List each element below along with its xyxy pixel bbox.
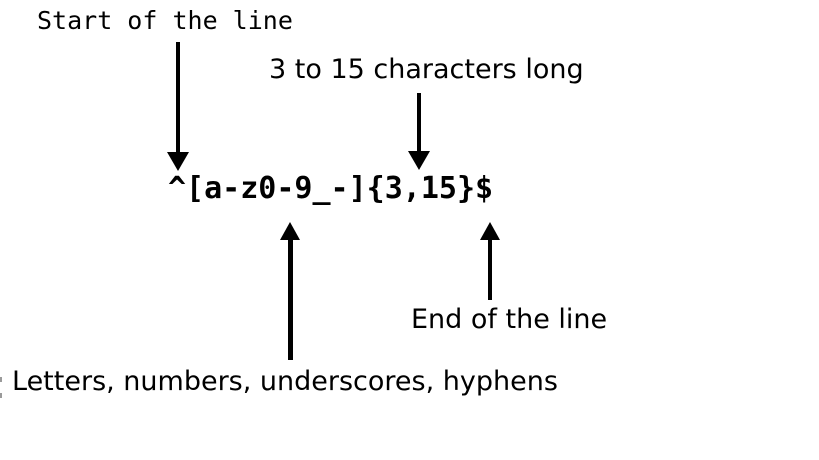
left-edge-artifact (0, 393, 2, 398)
length-arrow-down-head-icon (408, 151, 430, 170)
character-class-label: Letters, numbers, underscores, hyphens (12, 366, 558, 397)
end-arrow-shaft (488, 239, 492, 300)
character-class-arrow-up-head-icon (280, 222, 300, 240)
start-of-line-label: Start of the line (37, 6, 293, 35)
start-arrow-down-head-icon (167, 152, 189, 171)
character-class-arrow-shaft (288, 239, 293, 360)
end-of-line-label: End of the line (411, 304, 608, 335)
regex-pattern-text: ^[a-z0-9_-]{3,15}$ (168, 171, 494, 206)
length-arrow-shaft (417, 93, 421, 153)
end-arrow-up-head-icon (480, 222, 500, 240)
left-edge-artifact (0, 377, 2, 382)
length-label: 3 to 15 characters long (269, 54, 584, 85)
start-arrow-shaft (176, 42, 180, 155)
